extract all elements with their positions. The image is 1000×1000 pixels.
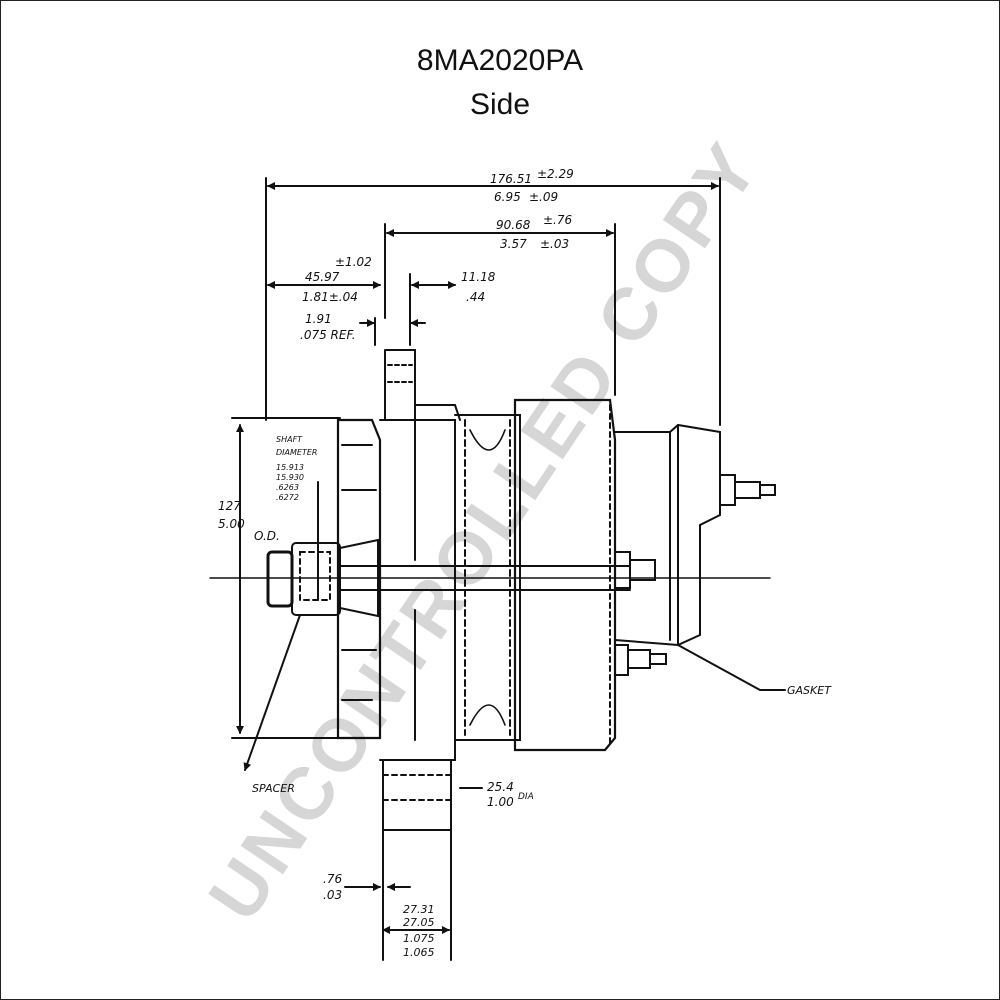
front-length-tol: ±1.02 <box>335 255 372 269</box>
watermark: UNCONTROLLED COPY <box>193 127 776 935</box>
page-subtitle: Side <box>469 88 531 121</box>
callouts: GASKET SPACER <box>252 684 832 795</box>
ref-mm: 1.91 <box>305 312 332 326</box>
spacer-label: SPACER <box>252 782 295 795</box>
ear-width-mm: 11.18 <box>461 270 496 284</box>
ear-width-in: .44 <box>466 290 485 304</box>
shaft-label-2: DIAMETER <box>276 448 317 457</box>
overall-length-mm: 176.51 <box>490 172 532 186</box>
shaft-value-2: 15.930 <box>276 473 304 482</box>
mount-dim-3: 1.075 <box>403 932 435 945</box>
hole-dia-in: 1.00 <box>487 795 514 809</box>
gap-mm: .76 <box>323 872 342 886</box>
mount-dim-2: 27.05 <box>403 916 435 929</box>
shaft-value-1: 15.913 <box>276 463 304 472</box>
body-length-in: 3.57 <box>500 237 527 251</box>
front-length-in: 1.81±.04 <box>302 290 358 304</box>
ref-in: .075 REF. <box>300 328 356 342</box>
od-mm: 127 <box>218 499 241 513</box>
dimension-labels: 176.51 ±2.29 6.95 ±.09 90.68 ±.76 3.57 ±… <box>218 167 574 959</box>
hole-dia-suffix: DIA <box>518 792 534 802</box>
shaft-value-3: .6263 <box>276 483 299 492</box>
overall-length-tol-mm: ±2.29 <box>537 167 574 181</box>
front-length-mm: 45.97 <box>305 270 340 284</box>
hole-dia-mm: 25.4 <box>487 780 514 794</box>
overall-length-in: 6.95 <box>494 190 521 204</box>
mount-dim-1: 27.31 <box>403 903 435 916</box>
shaft-label-1: SHAFT <box>276 435 303 444</box>
gasket-label: GASKET <box>787 684 832 697</box>
linework <box>209 177 786 961</box>
od-suffix: O.D. <box>254 529 280 543</box>
mount-dim-4: 1.065 <box>403 946 435 959</box>
shaft-value-4: .6272 <box>276 493 299 502</box>
body-length-tol-mm: ±.76 <box>543 213 573 227</box>
overall-length-tol-in: ±.09 <box>529 190 558 204</box>
gap-in: .03 <box>323 888 342 902</box>
shaft-diameter-note: SHAFT DIAMETER 15.913 15.930 .6263 .6272 <box>276 435 317 502</box>
od-in: 5.00 <box>218 517 245 531</box>
body-length-tol-in: ±.03 <box>540 237 569 251</box>
body-length-mm: 90.68 <box>496 218 531 232</box>
page-title: 8MA2020PA <box>416 44 584 77</box>
